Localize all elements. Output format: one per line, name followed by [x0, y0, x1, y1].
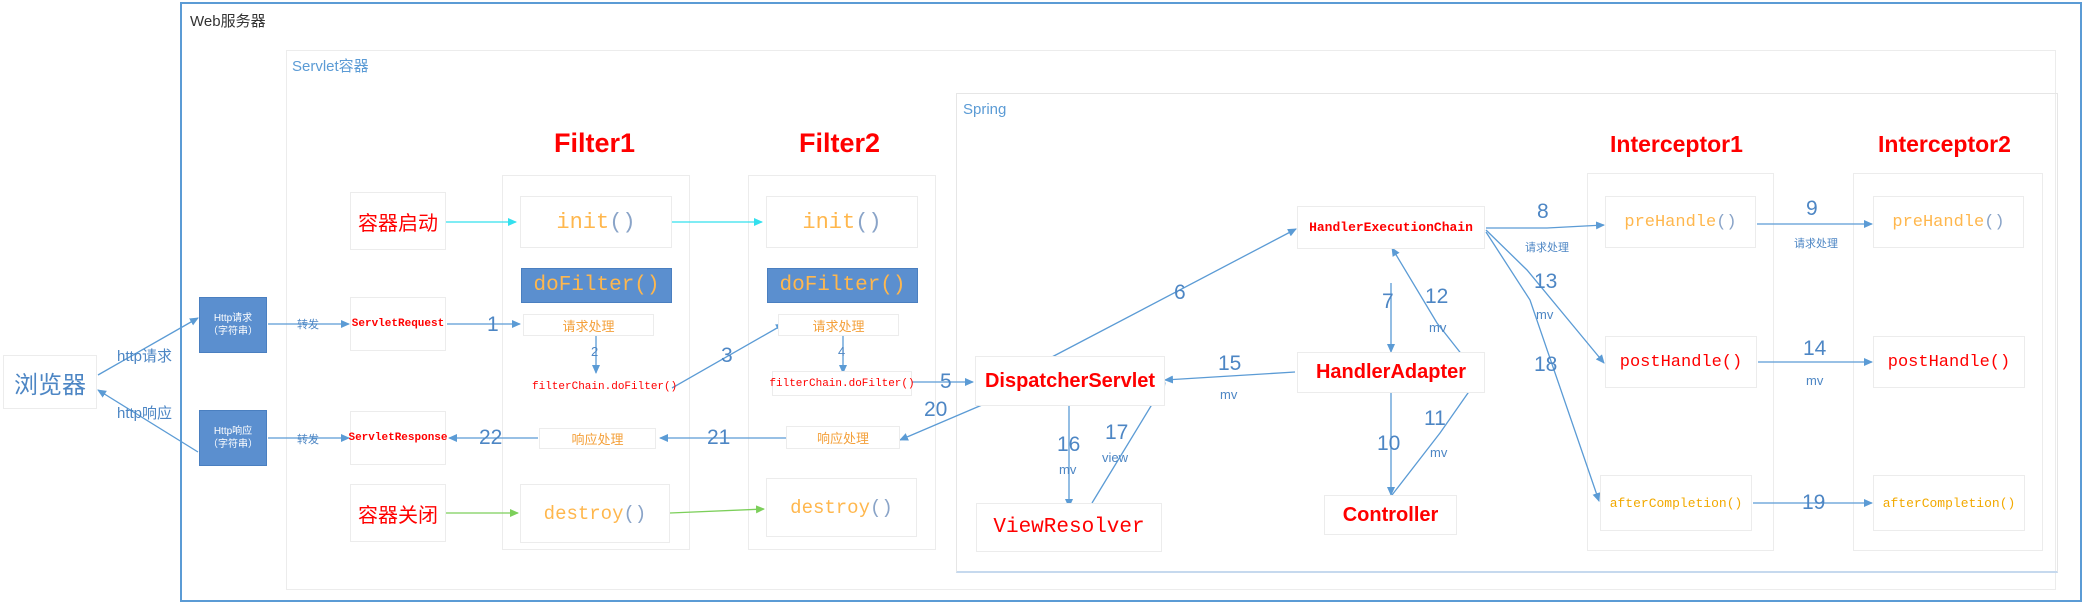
step-14: 14: [1803, 337, 1827, 360]
controller-box: Controller: [1324, 495, 1457, 535]
http-response-label: http响应: [117, 405, 173, 422]
filter2-dofilter-block: doFilter(): [767, 268, 918, 303]
step-10: 10: [1377, 432, 1401, 455]
spring-frame: [956, 93, 2058, 573]
interceptor2-title: Interceptor2: [1878, 131, 2011, 157]
http-request-label: http请求: [117, 348, 173, 365]
filter2-chain-box: filterChain.doFilter(): [769, 371, 915, 396]
step-21: 21: [707, 426, 731, 449]
step-9: 9: [1806, 197, 1818, 220]
container-close-box: 容器关闭: [350, 484, 446, 542]
filter2-destroy-name: destroy: [790, 496, 870, 519]
forward-label-request: 转发: [297, 319, 319, 331]
step-13: 13: [1534, 270, 1558, 293]
http-response-box: Http响应 （字符串）: [199, 410, 267, 466]
handler-execution-chain-box: HandlerExecutionChain: [1297, 206, 1485, 249]
mv-label-13: mv: [1536, 307, 1554, 322]
filter1-title: Filter1: [554, 128, 636, 158]
step-12: 12: [1425, 285, 1449, 308]
step-17: 17: [1105, 421, 1129, 444]
http-request-box-line1: Http请求: [213, 313, 253, 324]
filter1-dofilter-block: doFilter(): [521, 268, 672, 303]
step-19: 19: [1802, 491, 1826, 514]
http-response-box-line1: Http响应: [213, 426, 253, 437]
step-1: 1: [487, 313, 499, 336]
spring-label: Spring: [963, 101, 1007, 118]
view-label-17: view: [1102, 450, 1129, 465]
step-6: 6: [1174, 281, 1186, 304]
web-server-label: Web服务器: [190, 13, 266, 30]
servlet-container-label: Servlet容器: [292, 58, 369, 75]
filter2-init-box: init(): [766, 196, 918, 248]
interceptor1-prehandle-box: preHandle(): [1605, 196, 1756, 248]
servlet-request-box: ServletRequest: [350, 297, 446, 351]
step-8: 8: [1537, 200, 1549, 223]
filter2-column: [748, 175, 936, 550]
mv-label-14: mv: [1806, 373, 1824, 388]
step-22: 22: [479, 426, 503, 449]
filter2-title: Filter2: [799, 128, 881, 158]
interceptor2-aftercompletion-box: afterCompletion(): [1873, 475, 2025, 531]
filter1-chain-call: filterChain.doFilter(): [532, 381, 678, 393]
mv-label-16: mv: [1059, 462, 1077, 477]
step-5: 5: [940, 370, 952, 393]
step-16: 16: [1057, 433, 1081, 456]
filter2-init-name: init: [802, 209, 856, 235]
request-handle-note-8: 请求处理: [1525, 242, 1569, 254]
step-11: 11: [1424, 407, 1446, 430]
mv-label-12: mv: [1429, 320, 1447, 335]
mv-label-11: mv: [1430, 445, 1448, 460]
filter2-request-handle-box: 请求处理: [778, 314, 899, 336]
filter1-destroy-box: destroy(): [520, 484, 670, 543]
web-server-frame: [180, 2, 2082, 602]
step-18: 18: [1534, 353, 1558, 376]
step-3: 3: [721, 344, 733, 367]
interceptor2-prehandle-parens: (): [1984, 212, 2005, 232]
servlet-response-box: ServletResponse: [348, 411, 448, 465]
filter2-response-handle-box: 响应处理: [786, 426, 900, 449]
interceptor2-prehandle-name: preHandle: [1892, 212, 1985, 232]
filter2-destroy-parens: (): [870, 496, 893, 519]
dispatcher-servlet-box: DispatcherServlet: [975, 356, 1165, 406]
filter2-init-parens: (): [855, 209, 882, 235]
step-15: 15: [1218, 352, 1242, 375]
step-4: 4: [838, 344, 846, 359]
filter1-init-name: init: [556, 209, 610, 235]
browser-box: 浏览器: [3, 355, 97, 409]
interceptor2-posthandle-box: postHandle(): [1873, 336, 2025, 388]
interceptor1-posthandle-box: postHandle(): [1605, 336, 1757, 388]
forward-label-response: 转发: [297, 434, 319, 446]
filter1-init-parens: (): [609, 209, 636, 235]
step-2: 2: [591, 344, 599, 359]
filter1-destroy-parens: (): [623, 502, 647, 525]
interceptor1-prehandle-parens: (): [1716, 212, 1737, 232]
step-20: 20: [924, 398, 948, 421]
view-resolver-box: ViewResolver: [976, 503, 1162, 552]
http-response-box-line2: （字符串）: [208, 439, 258, 450]
http-request-box-line2: （字符串）: [208, 326, 258, 337]
filter1-destroy-name: destroy: [543, 502, 624, 525]
interceptor1-aftercompletion-box: afterCompletion(): [1600, 475, 1752, 531]
filter1-request-handle-box: 请求处理: [523, 314, 654, 336]
filter2-destroy-box: destroy(): [766, 478, 917, 537]
interceptor2-prehandle-box: preHandle(): [1873, 196, 2024, 248]
handler-adapter-box: HandlerAdapter: [1297, 352, 1485, 393]
step-7: 7: [1382, 290, 1394, 313]
container-start-box: 容器启动: [350, 192, 446, 250]
mv-label-15: mv: [1220, 387, 1238, 402]
http-request-box: Http请求 （字符串）: [199, 297, 267, 353]
filter1-response-handle-box: 响应处理: [539, 428, 656, 449]
interceptor1-title: Interceptor1: [1610, 131, 1743, 157]
filter1-column: [502, 175, 690, 550]
request-handle-note-9: 请求处理: [1794, 238, 1838, 250]
filter1-init-box: init(): [520, 196, 672, 248]
interceptor1-prehandle-name: preHandle: [1624, 212, 1717, 232]
servlet-container-frame: [286, 50, 2056, 590]
